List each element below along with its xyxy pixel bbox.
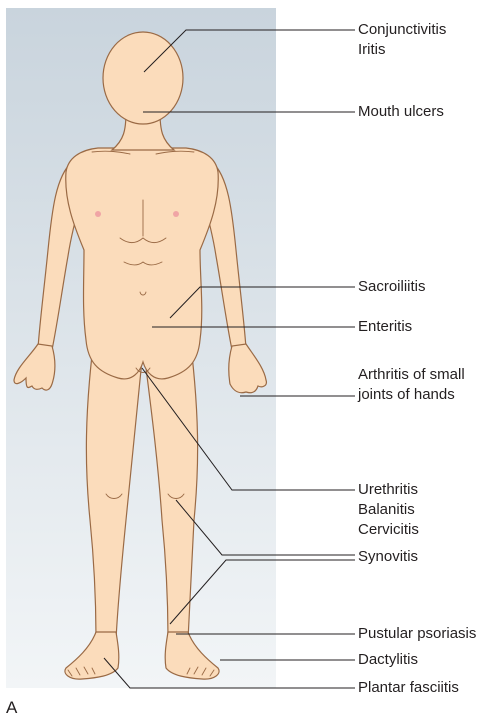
label-line: joints of hands [358, 385, 465, 405]
label-line: Enteritis [358, 317, 412, 337]
label-line: Sacroiliitis [358, 277, 426, 297]
label-line: Arthritis of small [358, 365, 465, 385]
left-nipple [95, 211, 101, 217]
label-enteritis: Enteritis [358, 317, 412, 337]
label-conjunctivitis: Conjunctivitis Iritis [358, 20, 446, 60]
label-line: Plantar fasciitis [358, 678, 459, 698]
label-line: Conjunctivitis [358, 20, 446, 40]
label-dactylitis: Dactylitis [358, 650, 418, 670]
label-line: Mouth ulcers [358, 102, 444, 122]
torso [66, 148, 219, 379]
right-nipple [173, 211, 179, 217]
label-synovitis: Synovitis [358, 547, 418, 567]
label-arthritis: Arthritis of small joints of hands [358, 365, 465, 405]
label-line: Pustular psoriasis [358, 624, 476, 644]
label-line: Balanitis [358, 500, 419, 520]
panel-letter: A [6, 698, 17, 718]
label-sacroiliitis: Sacroiliitis [358, 277, 426, 297]
head [103, 32, 183, 124]
label-urethritis: Urethritis Balanitis Cervicitis [358, 480, 419, 540]
label-line: Iritis [358, 40, 446, 60]
label-line: Cervicitis [358, 520, 419, 540]
label-line: Urethritis [358, 480, 419, 500]
label-line: Synovitis [358, 547, 418, 567]
label-pustular-psoriasis: Pustular psoriasis [358, 624, 476, 644]
label-mouth-ulcers: Mouth ulcers [358, 102, 444, 122]
label-line: Dactylitis [358, 650, 418, 670]
label-plantar-fasciitis: Plantar fasciitis [358, 678, 459, 698]
